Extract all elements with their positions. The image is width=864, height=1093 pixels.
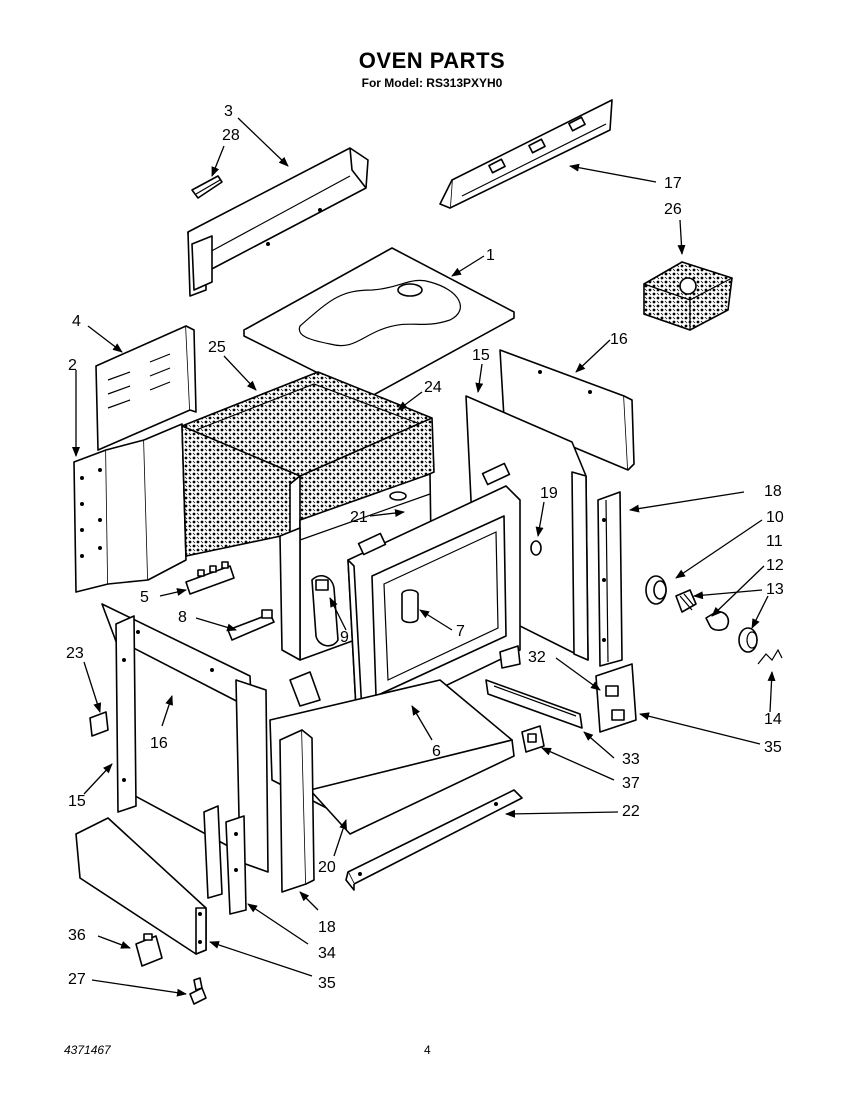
callout-20: 20 xyxy=(318,859,336,876)
callout-8: 8 xyxy=(178,609,187,626)
part-23-pad xyxy=(89,711,109,737)
callout-labels: 3 28 1 17 26 4 2 25 24 16 15 18 19 21 10… xyxy=(66,103,784,992)
callout-28: 28 xyxy=(222,127,240,144)
part-18-lower-trim xyxy=(279,729,315,893)
callout-21: 21 xyxy=(350,509,368,526)
part-4-left-rear-panel xyxy=(95,325,197,451)
callout-13: 13 xyxy=(766,581,784,598)
callout-6: 6 xyxy=(432,743,441,760)
part-19-grommet xyxy=(530,540,542,556)
part-14-wire xyxy=(757,648,783,665)
page-number: 4 xyxy=(424,1043,431,1057)
part-18-right-trim xyxy=(597,491,623,667)
part-13-lens xyxy=(738,627,758,653)
page-title: OVEN PARTS xyxy=(358,48,506,73)
callout-32: 32 xyxy=(528,649,546,666)
part-12-bulb xyxy=(705,610,730,631)
part-26-insulation-pad xyxy=(643,261,733,331)
callout-leaders xyxy=(72,117,776,997)
callout-12: 12 xyxy=(766,557,784,574)
callout-19: 19 xyxy=(540,485,558,502)
callout-17: 17 xyxy=(664,175,682,192)
callout-11: 11 xyxy=(766,533,783,550)
part-33-rail xyxy=(485,679,583,729)
part-1-top-panel xyxy=(243,247,515,399)
callout-15-upper: 15 xyxy=(472,347,490,364)
callout-14: 14 xyxy=(764,711,782,728)
callout-25: 25 xyxy=(208,339,226,356)
part-10-lens-ring xyxy=(645,575,667,605)
part-17-vent-channel xyxy=(439,99,613,209)
callout-34: 34 xyxy=(318,945,336,962)
part-11-socket xyxy=(675,589,697,613)
callout-36: 36 xyxy=(68,927,86,944)
part-16-right-rear-panel xyxy=(499,349,635,471)
callout-18-lower: 18 xyxy=(318,919,336,936)
callout-3: 3 xyxy=(224,103,233,120)
callout-4: 4 xyxy=(72,313,81,330)
callout-24: 24 xyxy=(424,379,442,396)
callout-26: 26 xyxy=(664,201,682,218)
part-27-screw xyxy=(189,977,207,1005)
part-35-kick-panel xyxy=(75,817,207,955)
part-7-light-socket xyxy=(401,589,419,624)
callout-16-upper: 16 xyxy=(610,331,628,348)
model-subtitle: For Model: RS313PXYH0 xyxy=(361,76,503,90)
part-3-bracket xyxy=(187,147,369,297)
part-32-bracket xyxy=(499,645,521,669)
part-22-base-rail xyxy=(345,789,523,891)
callout-33: 33 xyxy=(622,751,640,768)
callout-9: 9 xyxy=(340,629,349,646)
callout-27: 27 xyxy=(68,971,86,988)
callout-35-right: 35 xyxy=(764,739,782,756)
callout-5: 5 xyxy=(140,589,149,606)
document-number: 4371467 xyxy=(64,1043,111,1057)
callout-18-upper: 18 xyxy=(764,483,782,500)
part-8-clip xyxy=(227,609,275,641)
part-34-hinge-bracket xyxy=(203,805,247,915)
callout-10: 10 xyxy=(766,509,784,526)
part-35-right-bracket xyxy=(595,663,637,733)
callout-7: 7 xyxy=(456,623,465,640)
callout-2: 2 xyxy=(68,357,77,374)
callout-37: 37 xyxy=(622,775,640,792)
callout-22: 22 xyxy=(622,803,640,820)
part-2-left-side-panel xyxy=(73,423,187,593)
callout-16-lower: 16 xyxy=(150,735,168,752)
part-25-insulation-blanket xyxy=(181,371,435,557)
part-5-terminal-block xyxy=(185,561,235,595)
callout-15-lower: 15 xyxy=(68,793,86,810)
part-37-clip xyxy=(521,725,545,753)
part-20-bottom-panel xyxy=(269,671,515,835)
part-28-clip xyxy=(191,175,223,199)
callout-35-lower: 35 xyxy=(318,975,336,992)
part-36-clip xyxy=(135,933,163,967)
callout-1: 1 xyxy=(486,247,495,264)
callout-23: 23 xyxy=(66,645,84,662)
